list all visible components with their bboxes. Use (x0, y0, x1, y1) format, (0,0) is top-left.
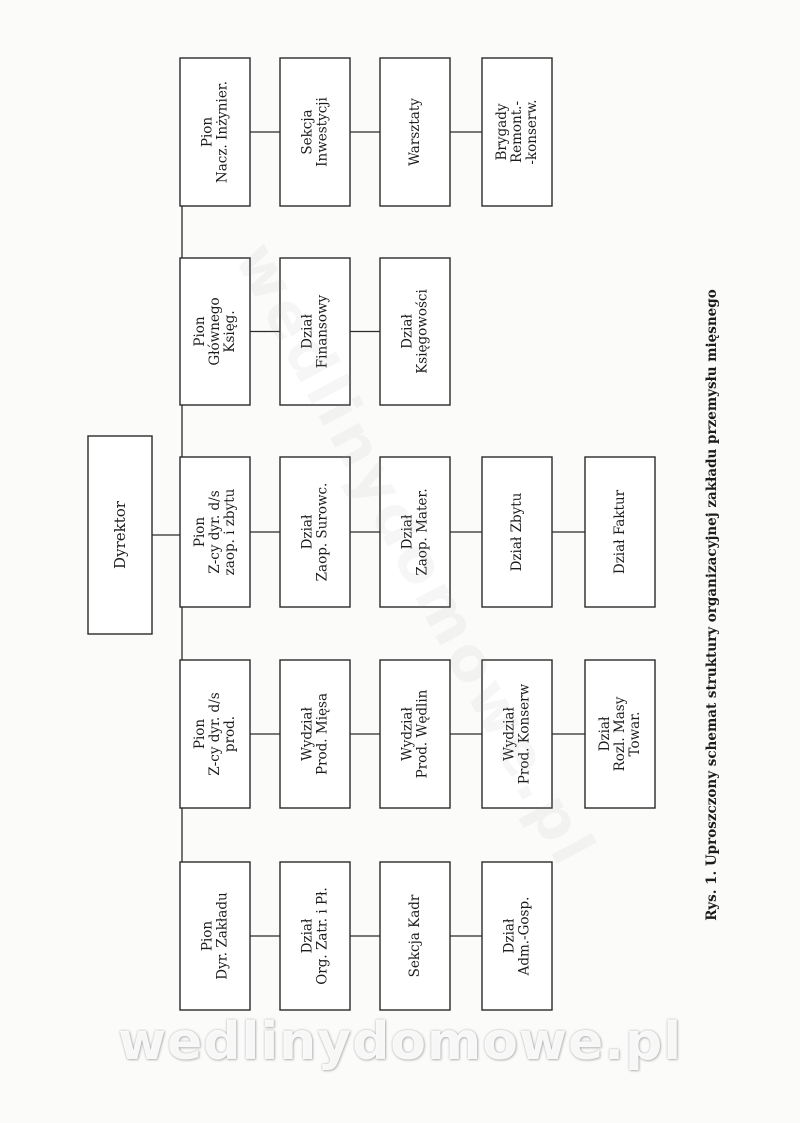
unit-box-produkcja-2-text-line: Wydział (400, 707, 416, 761)
unit-box-ksiegowosc-1-text-line: Dział (300, 314, 316, 349)
unit-box-produkcja-0-text-line: Pion (192, 719, 208, 750)
unit-box-zaopatrzenie-zbyt-2-frame (379, 456, 451, 608)
unit-box-zaopatrzenie-zbyt-0-text-line: zaop. i zbytu (222, 488, 238, 575)
unit-box-produkcja-4-frame (584, 659, 656, 809)
unit-box-produkcja-4-text-line: Rozl. Masy (612, 696, 628, 771)
unit-box-zaopatrzenie-zbyt-0-frame (179, 456, 251, 608)
figure-caption: Rys. 1. Uproszczony schemat struktury or… (704, 289, 720, 921)
unit-box-inzynier-3-frame (481, 57, 553, 207)
unit-box-zaopatrzenie-zbyt-4: Dział Faktur (584, 456, 656, 608)
director-box-inner-frame (87, 435, 153, 635)
unit-box-produkcja-3-text-line: Wydział (502, 707, 518, 761)
site-watermark: wedlinydomowe.pl (117, 1012, 683, 1072)
unit-box-inzynier-3-text-line: -konserw. (524, 99, 540, 164)
unit-box-produkcja-4-text-line: Towar. (627, 712, 643, 757)
unit-box-dyr-zakladu-1-frame (279, 861, 351, 1011)
unit-box-produkcja-4-text-line: Dział (597, 716, 613, 751)
unit-box-ksiegowosc-2-text-line: Dział (400, 314, 416, 349)
unit-box-produkcja-0-text-line: Z-cy dyr. d/s (207, 692, 223, 775)
director-box: Dyrektor (87, 435, 153, 635)
unit-box-inzynier-1-text-line: Sekcja (300, 109, 316, 154)
unit-box-inzynier-1-text-line: Inwestycji (315, 97, 331, 167)
unit-box-inzynier-2: Warsztaty (379, 57, 451, 207)
unit-box-dyr-zakladu-2-text-line: Sekcja Kadr (407, 894, 423, 977)
unit-box-inzynier-0-text-line: Nacz. Inżynier. (215, 81, 231, 183)
unit-box-inzynier-0-text-line: Pion (200, 117, 216, 148)
unit-box-zaopatrzenie-zbyt-3-text-line: Dział Zbytu (509, 492, 525, 571)
unit-box-inzynier-3-text-line: Brygady (494, 103, 510, 160)
unit-box-ksiegowosc-1-frame (279, 257, 351, 406)
unit-box-ksiegowosc-2-frame (379, 257, 451, 406)
unit-box-produkcja-2-frame (379, 659, 451, 809)
unit-box-produkcja-0-text-line: prod. (222, 716, 238, 752)
unit-box-zaopatrzenie-zbyt-4-frame (584, 456, 656, 608)
unit-box-zaopatrzenie-zbyt-1-frame (279, 456, 351, 608)
unit-box-inzynier-0-frame (179, 57, 251, 207)
unit-box-dyr-zakladu-1-text-line: Org. Zatr. i Pł. (315, 887, 331, 985)
unit-box-zaopatrzenie-zbyt-4-text-line: Dział Faktur (612, 489, 628, 574)
unit-box-produkcja-2-text-line: Prod. Wędlin (415, 689, 431, 778)
unit-box-produkcja-1-text-line: Prod. Mięsa (315, 693, 331, 775)
unit-box-dyr-zakladu-2-frame (379, 861, 451, 1011)
unit-box-produkcja-0-frame (179, 659, 251, 809)
unit-box-zaopatrzenie-zbyt-2-text-line: Zaop. Mater. (415, 488, 431, 575)
unit-box-produkcja-3-frame (481, 659, 553, 809)
unit-box-dyr-zakladu-0-text-line: Pion (200, 921, 216, 952)
director-box-inner-text-line: Dyrektor (111, 500, 129, 569)
unit-box-inzynier-2-text-line: Warsztaty (407, 98, 423, 166)
director-box-inner: Dyrektor (87, 435, 153, 635)
unit-box-inzynier-1-frame (279, 57, 351, 207)
unit-box-zaopatrzenie-zbyt-3: Dział Zbytu (481, 456, 553, 608)
unit-box-dyr-zakladu-1-text-line: Dział (300, 918, 316, 953)
unit-box-zaopatrzenie-zbyt-0-text-line: Pion (192, 517, 208, 548)
unit-box-ksiegowosc-0-frame (179, 257, 251, 406)
unit-box-dyr-zakladu-0-frame (179, 861, 251, 1011)
unit-box-dyr-zakladu-2: Sekcja Kadr (379, 861, 451, 1011)
unit-box-produkcja-1-frame (279, 659, 351, 809)
unit-box-inzynier-2-frame (379, 57, 451, 207)
unit-box-ksiegowosc-1-text-line: Finansowy (315, 294, 331, 368)
unit-box-inzynier-3-text-line: Remont.- (509, 101, 525, 163)
unit-box-produkcja-1-text-line: Wydział (300, 707, 316, 761)
unit-box-zaopatrzenie-zbyt-2-text-line: Dział (400, 514, 416, 549)
unit-box-ksiegowosc-2-text-line: Księgowości (415, 289, 431, 374)
unit-box-ksiegowosc-0-text-line: Pion (192, 316, 208, 347)
unit-box-zaopatrzenie-zbyt-1-text-line: Zaop. Surowc. (315, 483, 331, 582)
unit-box-dyr-zakladu-3-frame (481, 861, 553, 1011)
unit-box-dyr-zakladu-3-text-line: Dział (502, 918, 518, 953)
unit-box-zaopatrzenie-zbyt-0-text-line: Z-cy dyr. d/s (207, 490, 223, 573)
unit-box-zaopatrzenie-zbyt-1-text-line: Dział (300, 514, 316, 549)
unit-box-ksiegowosc-0-text-line: Głównego (207, 297, 223, 365)
unit-box-produkcja-3-text-line: Prod. Konserw (517, 683, 533, 784)
unit-box-dyr-zakladu-3-text-line: Adm.-Gosp. (517, 897, 533, 977)
unit-box-dyr-zakladu-0-text-line: Dyr. Zakładu (215, 892, 231, 980)
unit-box-zaopatrzenie-zbyt-3-frame (481, 456, 553, 608)
unit-box-ksiegowosc-0-text-line: Księg. (222, 310, 238, 352)
